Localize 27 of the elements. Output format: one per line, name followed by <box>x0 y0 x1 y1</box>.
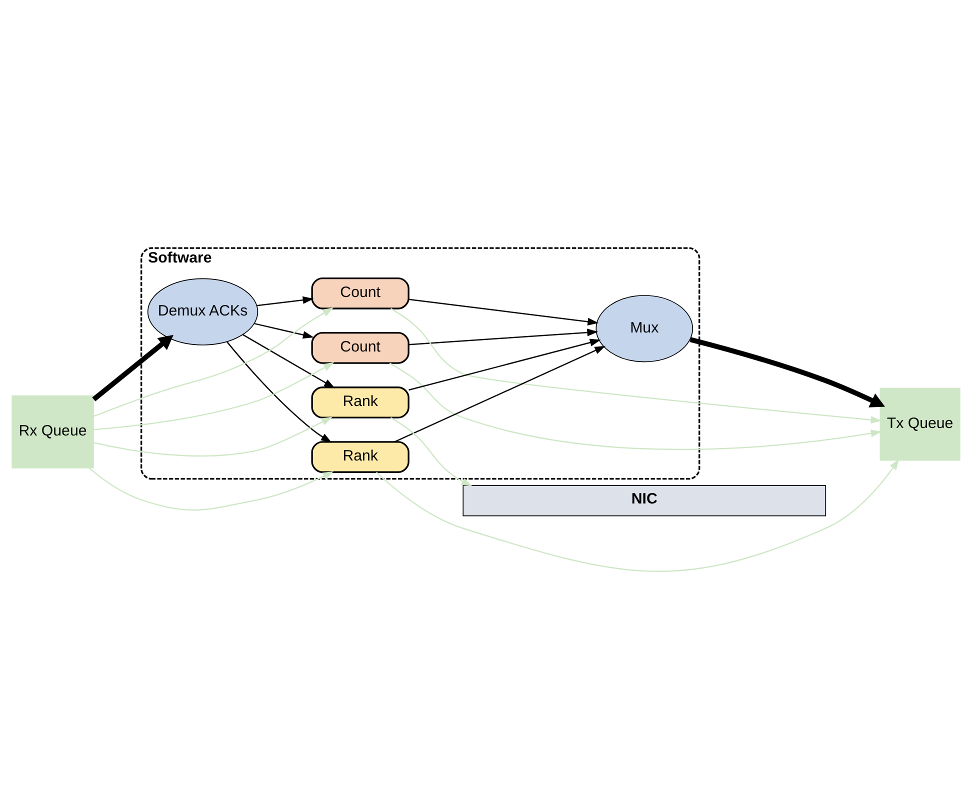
node-ellipse: Demux ACKs <box>147 278 258 345</box>
arrow <box>690 336 886 407</box>
arrow <box>376 458 900 572</box>
arrow <box>408 328 598 345</box>
arrow <box>93 416 333 456</box>
node-ellipse: Mux <box>596 294 694 362</box>
arrow <box>408 298 599 325</box>
arrow <box>226 340 332 442</box>
arrow <box>88 467 334 510</box>
arrow <box>256 296 314 306</box>
node-box: Rank <box>311 386 410 418</box>
arrow <box>394 345 606 442</box>
arrow <box>390 416 472 486</box>
arrow <box>389 362 882 450</box>
node-box: Count <box>311 332 410 364</box>
node-box: Rx Queue <box>12 394 94 468</box>
node-box: Count <box>311 276 410 309</box>
node-box: NIC <box>462 484 826 516</box>
arrow <box>254 322 314 338</box>
arrow <box>94 362 334 430</box>
arrow <box>408 338 601 390</box>
node-box: Tx Queue <box>880 387 960 460</box>
arrow <box>390 308 882 424</box>
arrow <box>93 307 334 416</box>
node-box: Rank <box>311 440 410 472</box>
arrow <box>92 334 174 401</box>
arrow <box>242 334 336 388</box>
